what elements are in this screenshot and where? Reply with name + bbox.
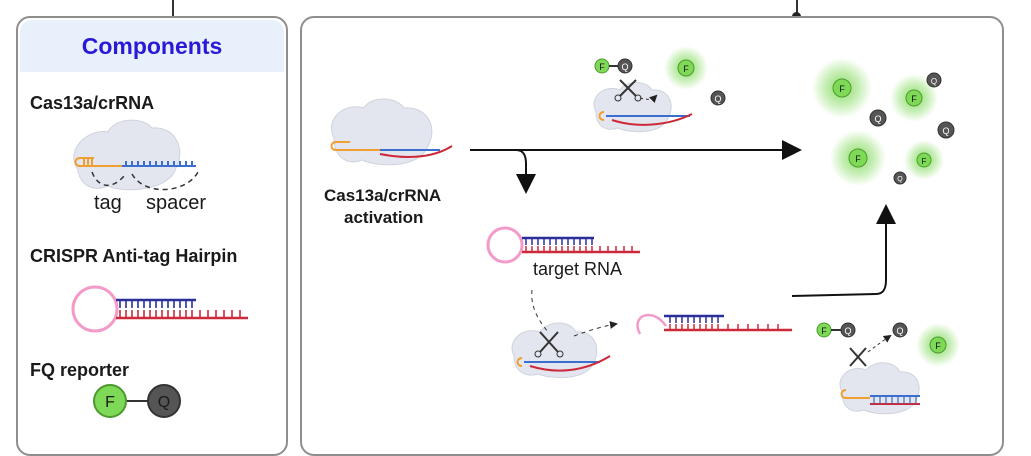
- anti-tag-hairpin-icon: [71, 285, 248, 333]
- f-letter-c2: F: [911, 94, 917, 104]
- branch-arrow-down: [470, 149, 536, 194]
- hairpin-label: CRISPR Anti-tag Hairpin: [30, 246, 238, 266]
- f-letter-top-glow: F: [683, 64, 689, 74]
- hairpin-target-icon: [486, 226, 640, 264]
- f-letter-c4: F: [922, 157, 927, 166]
- f-letter-top: F: [599, 62, 605, 72]
- cas13a-complex-icon: [73, 119, 199, 191]
- activation-label-line1: Cas13a/crRNA: [324, 186, 442, 205]
- f-letter-br-glow: F: [935, 341, 941, 351]
- target-rna-label: target RNA: [533, 259, 623, 279]
- cas13a-activation-icon: [330, 98, 453, 166]
- q-letter-c3: Q: [942, 126, 949, 136]
- cleavage-bottom-icon: F Q Q F: [816, 322, 960, 415]
- cleavage-top-icon: F Q F Q: [593, 46, 726, 133]
- f-letter-c1: F: [839, 84, 845, 94]
- q-letter-c2: Q: [874, 114, 881, 124]
- q-letter-br: Q: [844, 326, 851, 336]
- fq-reporter-icon: F Q: [93, 384, 181, 418]
- q-letter-c1: Q: [931, 77, 937, 86]
- components-panel: Components Cas13a/crRNA tag spacer CRISP…: [16, 16, 288, 456]
- cas13a-label: Cas13a/crRNA: [30, 93, 155, 113]
- q-letter-br-free: Q: [896, 326, 903, 336]
- q-letter: Q: [158, 394, 170, 411]
- components-title: Components: [81, 32, 223, 59]
- fluorescence-cluster-icon: F F F F Q Q Q Q: [812, 58, 955, 186]
- spacer-label: spacer: [146, 192, 207, 214]
- q-letter-top: Q: [621, 62, 628, 72]
- q-letter-c4: Q: [897, 176, 903, 183]
- f-letter-c3: F: [855, 154, 861, 164]
- components-header: Components: [20, 20, 284, 72]
- f-letter-br: F: [821, 326, 827, 336]
- f-letter: F: [105, 394, 115, 411]
- top-connector-right: [796, 0, 798, 16]
- diagram-artwork: F Q F Q F Q F: [71, 46, 960, 418]
- top-connector-left: [172, 0, 174, 16]
- activation-label-line2: activation: [344, 208, 424, 227]
- cleavage-hairpin-icon: [511, 289, 792, 379]
- reporter-label: FQ reporter: [30, 360, 130, 380]
- arrow-to-fluorescence: [791, 204, 896, 297]
- q-letter-top-free: Q: [714, 94, 721, 104]
- tag-label: tag: [94, 192, 122, 214]
